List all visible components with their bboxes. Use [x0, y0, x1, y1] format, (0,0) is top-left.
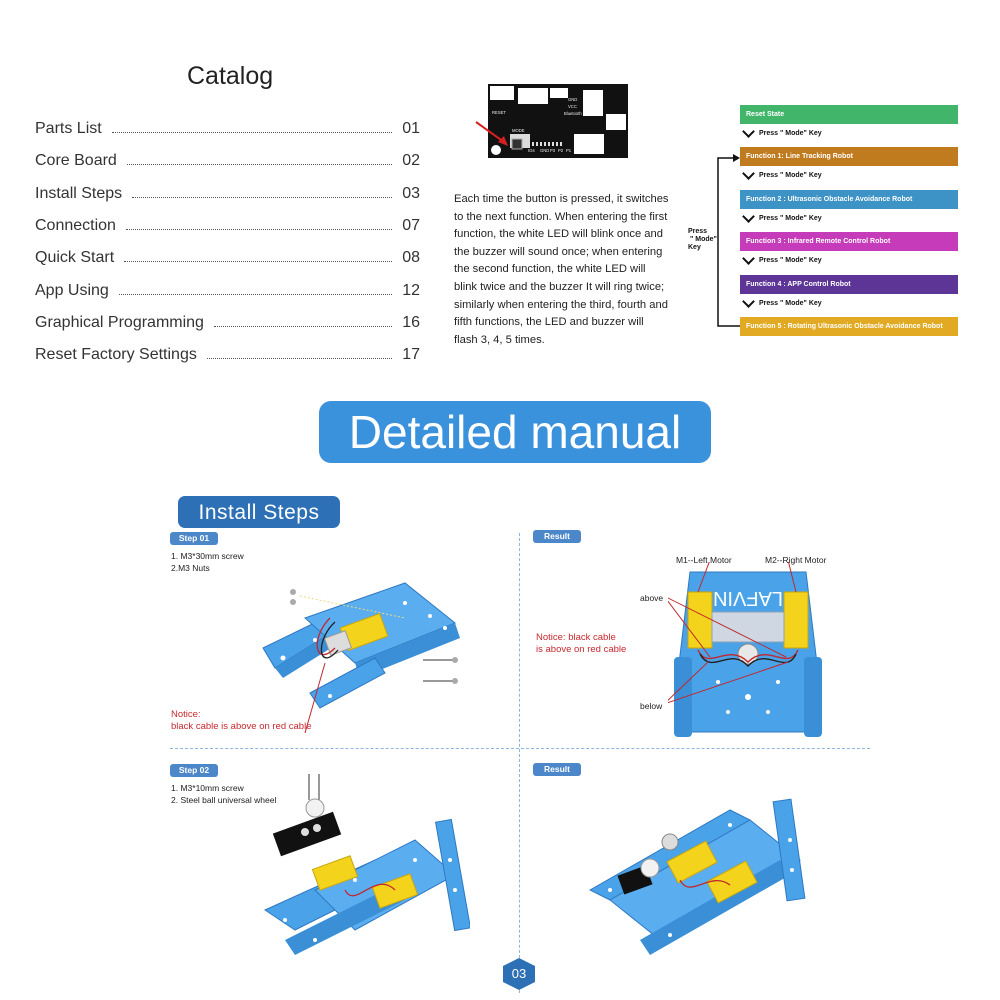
chevron-down-icon [742, 252, 755, 266]
board-label-mode: MODE [512, 128, 525, 133]
mode-description: Each time the button is pressed, it swit… [454, 193, 669, 346]
m2-label: M2--Right Motor [765, 555, 827, 565]
flow-side-label: Press " Mode" Key [688, 228, 717, 252]
catalog-entry: Install Steps 03 [35, 181, 420, 203]
board-label-p3: P3 [550, 148, 556, 153]
flow-loop-arrow [717, 154, 740, 327]
press-mode-key-step: Press " Mode" Key [742, 125, 822, 138]
result-02-tag: Result [533, 763, 581, 776]
step-01-tag: Step 01 [170, 532, 218, 545]
chevron-down-icon [742, 209, 755, 223]
press-mode-key-label: Press " Mode" Key [759, 257, 822, 265]
press-mode-key-step: Press " Mode" Key [742, 167, 822, 181]
dot-leader [111, 132, 392, 133]
dot-leader [132, 196, 392, 198]
board-label-bluetooth: Bluetooth [564, 111, 582, 116]
step-01-notice-text: black cable is above on red cable [171, 721, 312, 732]
install-steps-tag: Install Steps [178, 496, 340, 528]
step-01-notice-title: Notice: [171, 709, 201, 720]
press-mode-key-step: Press " Mode" Key [742, 209, 822, 223]
catalog-entry-label: Quick Start [35, 249, 115, 267]
catalog-entry-label: App Using [35, 281, 109, 299]
board-label-reset: RESET [492, 110, 506, 115]
catalog-title: Catalog [187, 62, 274, 90]
result-01-top-view-illustration: LAFVIN [668, 562, 822, 737]
press-mode-key-step: Press " Mode" Key [742, 294, 822, 308]
catalog-entry-page: 07 [402, 216, 420, 234]
catalog-entry: App Using 12 [35, 278, 420, 300]
red-pointer-arrow [475, 121, 508, 146]
board-label-gnd2: GND [540, 148, 549, 153]
detailed-manual-banner: Detailed manual [319, 401, 711, 463]
chevron-down-icon [742, 294, 755, 308]
result-01-tag: Result [533, 530, 581, 543]
horizontal-divider [170, 748, 870, 749]
catalog-entry-label: Reset Factory Settings [35, 346, 197, 364]
catalog-entry-page: 03 [402, 184, 420, 202]
catalog-entry-page: 01 [402, 120, 420, 137]
m1-label: M1--Left Motor [676, 555, 732, 565]
press-mode-key-label: Press " Mode" Key [759, 130, 822, 137]
press-mode-key-label: Press " Mode" Key [759, 299, 822, 307]
above-label: above [640, 593, 664, 603]
vertical-divider [519, 533, 520, 993]
function-state-bar: Function 1: Line Tracking Robot [740, 147, 958, 167]
dot-leader [126, 164, 392, 166]
step-01-chassis-illustration [262, 582, 460, 734]
catalog-entry-page: 12 [402, 281, 420, 299]
core-board-image: RESET MODE GND VCC Bluetooth IO4 GND P3 … [488, 84, 628, 158]
chevron-down-icon [742, 167, 755, 181]
press-mode-key-label: Press " Mode" Key [759, 214, 822, 222]
catalog-entry: Reset Factory Settings 17 [35, 342, 420, 364]
board-label-p1: P1 [566, 148, 572, 153]
board-label-gnd: GND [568, 97, 577, 102]
dot-leader [118, 293, 392, 295]
flow-side-line-2: " Mode" [690, 236, 717, 243]
step-01-line-1: 1. M3*30mm screw [171, 551, 244, 561]
catalog-entry: Graphical Programming 16 [35, 310, 420, 332]
catalog-entry-page: 02 [402, 152, 420, 170]
board-label-p2: P2 [558, 148, 564, 153]
step-01-line-2: 2.M3 Nuts [171, 563, 210, 573]
function-state-bar: Function 2 : Ultrasonic Obstacle Avoidan… [740, 189, 958, 209]
catalog-entry-page: 16 [402, 313, 420, 331]
dot-leader [124, 261, 392, 263]
function-state-bar: Function 3 : Infrared Remote Control Rob… [740, 232, 958, 252]
catalog-entry-label: Core Board [35, 152, 117, 170]
step-02-line-1: 1. M3*10mm screw [171, 783, 244, 793]
catalog-entry-label: Install Steps [35, 184, 123, 202]
press-mode-key-label: Press " Mode" Key [759, 172, 822, 180]
flow-side-line-1: Press [688, 228, 708, 235]
catalog-entry: Core Board 02 [35, 148, 420, 170]
chevron-down-icon [742, 125, 755, 138]
flow-side-line-3: Key [688, 244, 701, 251]
result-01-notice-line-2: is above on red cable [536, 644, 627, 655]
catalog-entry: Parts List 01 [35, 116, 420, 138]
result-01-notice-line-1: Notice: black cable [536, 632, 616, 643]
function-state-bar: Reset State [740, 105, 958, 124]
board-label-vcc: VCC [568, 104, 577, 109]
below-label: below [640, 701, 663, 711]
core-board-graphic: RESET MODE GND VCC Bluetooth IO4 GND P3 … [488, 84, 628, 158]
result-02-chassis-illustration [588, 798, 806, 955]
page-number: 03 [503, 958, 535, 990]
dot-leader [213, 325, 392, 327]
catalog-entry-label: Parts List [35, 120, 102, 137]
press-mode-key-step: Press " Mode" Key [742, 252, 822, 266]
dot-leader [206, 358, 392, 360]
catalog-entry: Connection 07 [35, 213, 420, 235]
catalog-entry-page: 17 [402, 346, 420, 364]
catalog-entry-label: Graphical Programming [35, 313, 204, 331]
step-02-line-2: 2. Steel ball universal wheel [171, 795, 277, 805]
board-label-io4: IO4 [528, 148, 535, 153]
function-state-bar: Function 5 : Rotating Ultrasonic Obstacl… [740, 317, 958, 336]
step-02-chassis-illustration [263, 774, 470, 955]
dot-leader [125, 228, 392, 230]
function-state-bar: Function 4 : APP Control Robot [740, 274, 958, 294]
step-02-tag: Step 02 [170, 764, 218, 777]
catalog-entry-page: 08 [402, 249, 420, 267]
catalog-entry: Quick Start 08 [35, 245, 420, 267]
chassis-plate-text: LAFVIN [713, 587, 783, 609]
catalog-entry-label: Connection [35, 216, 116, 234]
